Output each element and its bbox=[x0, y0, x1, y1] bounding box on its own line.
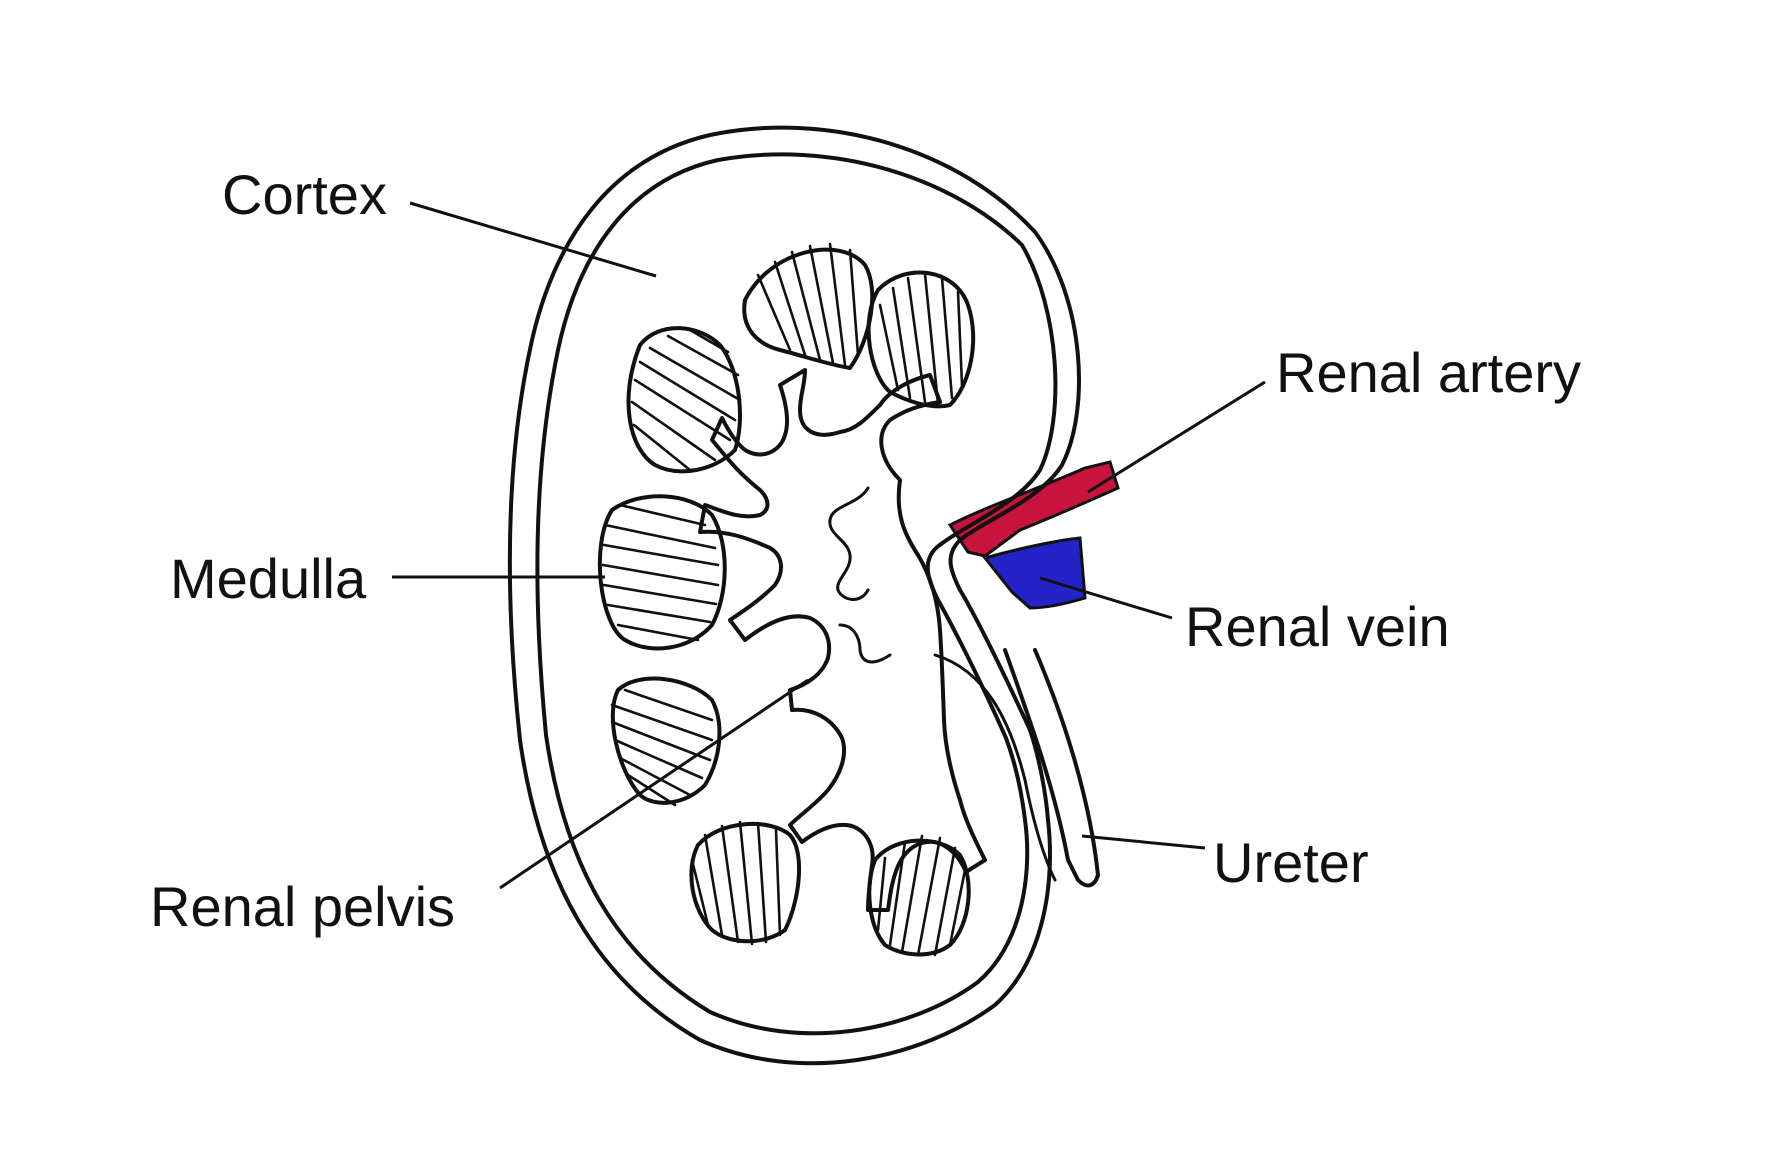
pyramid-4 bbox=[597, 494, 727, 651]
pyramid-2 bbox=[866, 270, 976, 409]
renal-vein-vessel bbox=[982, 536, 1087, 610]
renal-artery-label: Renal artery bbox=[1276, 341, 1581, 404]
medulla-label: Medulla bbox=[170, 547, 367, 610]
ureter-inner-line bbox=[933, 653, 1057, 882]
pyramid-6 bbox=[689, 820, 801, 946]
sinus-detail-2 bbox=[838, 623, 892, 664]
pyramid-5 bbox=[610, 676, 722, 807]
pyramid-3 bbox=[626, 326, 742, 474]
cortex-label: Cortex bbox=[222, 163, 387, 226]
pyramid-1 bbox=[742, 242, 875, 370]
kidney-capsule-outer bbox=[507, 125, 1081, 1066]
renal-artery-leader-line bbox=[1087, 380, 1266, 494]
ureter-tube bbox=[1003, 648, 1100, 888]
pyramid-7 bbox=[867, 834, 971, 957]
cortex-leader-line bbox=[409, 201, 657, 278]
renal-pelvis-leader-line bbox=[499, 678, 809, 890]
renal-pelvis-outline bbox=[698, 368, 987, 912]
renal-pelvis-label: Renal pelvis bbox=[150, 875, 455, 938]
sinus-detail-1 bbox=[828, 486, 870, 601]
renal-vein-label: Renal vein bbox=[1185, 595, 1450, 658]
renal-vein-leader-line bbox=[1039, 576, 1173, 620]
ureter-label: Ureter bbox=[1213, 831, 1369, 894]
kidney-capsule-inner bbox=[535, 152, 1058, 1036]
ureter-leader-line bbox=[1081, 834, 1206, 850]
